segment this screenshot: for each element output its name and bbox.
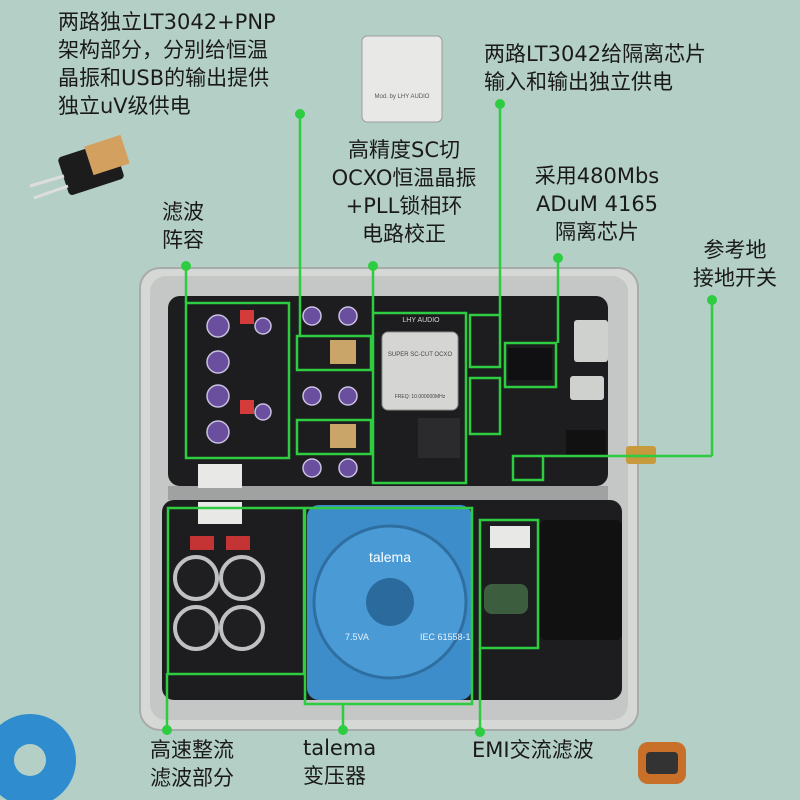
transformer-spec: 7.5VA	[345, 632, 369, 642]
transformer-spec: IEC 61558-1	[420, 632, 471, 642]
annotation-filter-caps: 滤波 阵容	[162, 200, 204, 252]
annotation-ground-switch: 参考地 接地开关	[693, 238, 777, 290]
ldo-regulators	[330, 340, 356, 448]
annotation-rectifier: 高速整流 滤波部分	[150, 738, 234, 790]
usb-port	[574, 320, 608, 362]
ocxo-product-shot	[361, 35, 443, 123]
annotation-ocxo: 高精度SC切 OCXO恒温晶振 +PLL锁相环 电路校正	[331, 138, 477, 246]
rectifier-capacitors	[173, 555, 265, 651]
choke-shot	[638, 742, 686, 784]
annotation-isolator-chip: 采用480Mbs ADuM 4165 隔离芯片	[534, 164, 660, 244]
annotation-transformer: talema 变压器	[303, 736, 377, 788]
callout-lines	[165, 104, 714, 732]
board-brand: LHY AUDIO	[402, 317, 440, 324]
to220-regulator-shot	[29, 134, 130, 200]
annotation-isolator-power: 两路LT3042给隔离芯片 输入和输出独立供电	[484, 42, 707, 94]
ocxo-product-text: Mod. by LHY AUDIO	[375, 94, 430, 100]
annotation-ldo-pnp: 两路独立LT3042+PNP 架构部分，分别给恒温 晶振和USB的输出提供 独立…	[58, 10, 276, 118]
callout-boxes	[166, 301, 558, 706]
toroid-shot	[0, 714, 76, 800]
ocxo-freq: FREQ: 10.000000MHz	[395, 394, 446, 400]
ocxo-crystal	[381, 331, 459, 411]
iec-socket	[540, 520, 622, 640]
ocxo-label: SUPER SC-CUT OCXO	[388, 352, 453, 358]
emi-choke	[484, 584, 528, 614]
isolator-chip	[508, 348, 552, 380]
usb-c-port	[570, 376, 604, 400]
annotation-emi-filter: EMI交流滤波	[472, 738, 594, 762]
transformer-brand-text: talema	[369, 549, 411, 565]
callout-dots	[162, 99, 717, 737]
filter-capacitors	[206, 306, 358, 478]
